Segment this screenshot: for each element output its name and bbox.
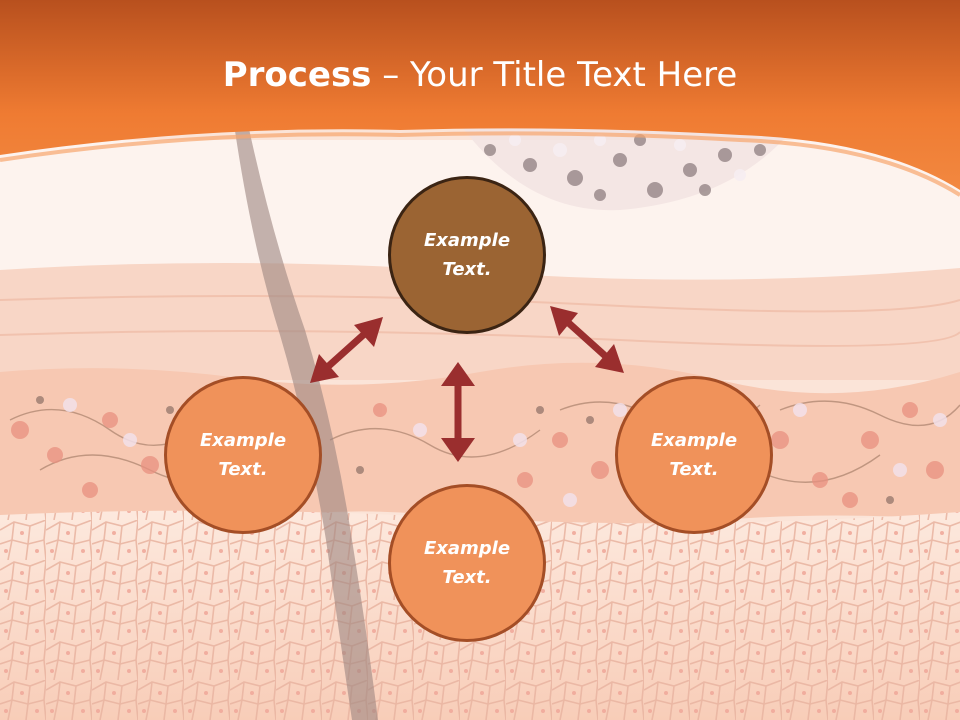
node-top-text: Example Text. bbox=[407, 226, 527, 284]
node-bottom-text: Example Text. bbox=[407, 534, 527, 592]
node-right-line1: Example bbox=[650, 430, 738, 451]
process-node-left[interactable]: Example Text. bbox=[164, 376, 322, 534]
node-left-line1: Example bbox=[199, 430, 287, 451]
node-right-line2: Text. bbox=[669, 459, 719, 480]
title-bold-part: Process bbox=[222, 55, 372, 95]
title-rest-part: – Your Title Text Here bbox=[371, 55, 738, 95]
node-top-line1: Example bbox=[423, 230, 511, 251]
process-node-top[interactable]: Example Text. bbox=[388, 176, 546, 334]
node-bottom-line2: Text. bbox=[442, 567, 492, 588]
process-node-right[interactable]: Example Text. bbox=[615, 376, 773, 534]
node-right-text: Example Text. bbox=[634, 426, 754, 484]
node-left-text: Example Text. bbox=[183, 426, 303, 484]
process-node-bottom[interactable]: Example Text. bbox=[388, 484, 546, 642]
node-left-line2: Text. bbox=[218, 459, 268, 480]
node-bottom-line1: Example bbox=[423, 538, 511, 559]
node-top-line2: Text. bbox=[442, 259, 492, 280]
page-title: Process – Your Title Text Here bbox=[0, 52, 960, 98]
